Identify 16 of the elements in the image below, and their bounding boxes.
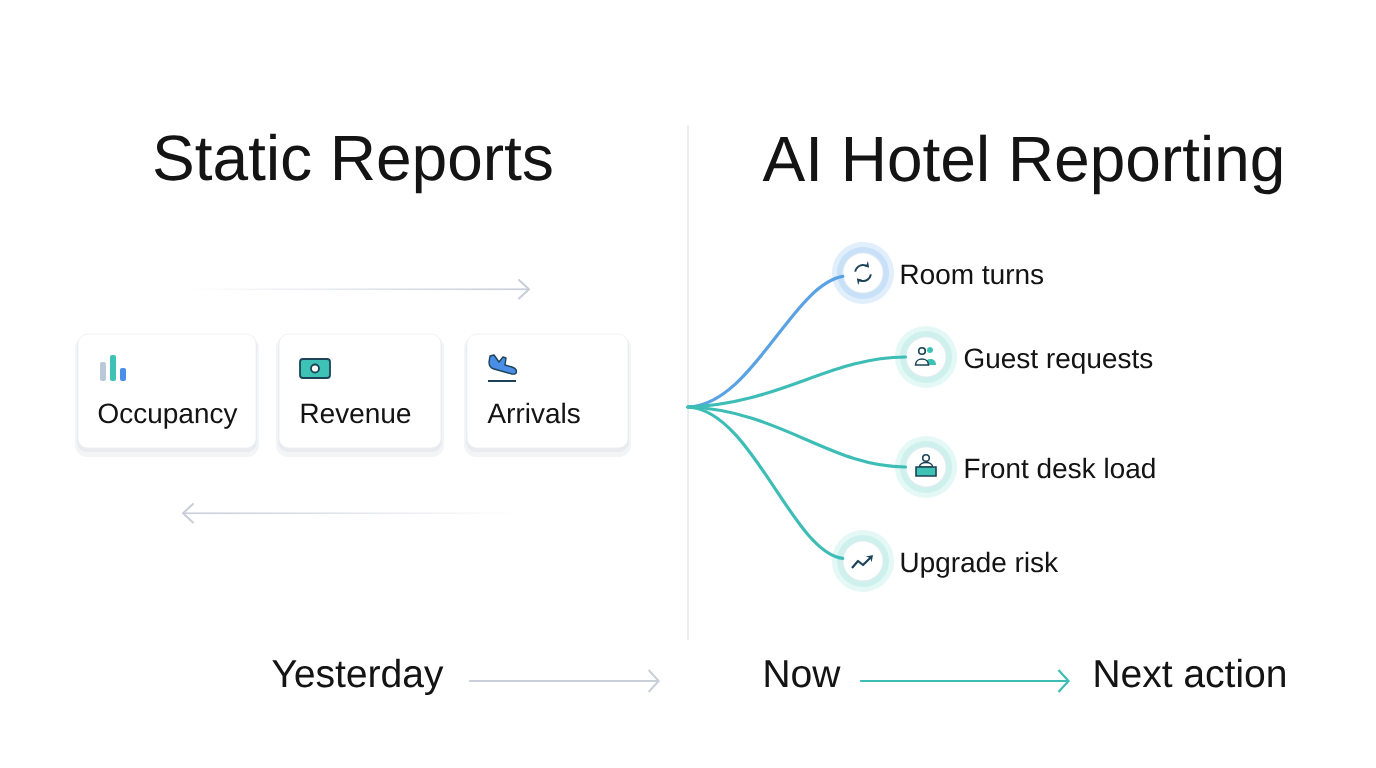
connector: [859, 669, 1070, 693]
item-label: Guest requests: [964, 348, 1153, 374]
connector: [686, 355, 908, 409]
connector: [686, 405, 845, 561]
metric-card: Revenue: [276, 333, 444, 457]
item-label: Front desk load: [965, 457, 1155, 479]
heading: Static Reports: [154, 133, 552, 194]
item-label: Upgrade risk: [901, 551, 1059, 578]
metric-card: Arrivals: [464, 333, 631, 457]
item-label: Room turns: [901, 264, 1044, 285]
heading: AI Hotel Reporting: [762, 134, 1282, 195]
stage-label: Yesterday: [272, 658, 444, 696]
stage-label: Now: [765, 660, 841, 688]
metric-card: Occupancy: [75, 333, 259, 457]
connector: [468, 669, 660, 693]
stage-label: Next action: [1095, 658, 1285, 688]
